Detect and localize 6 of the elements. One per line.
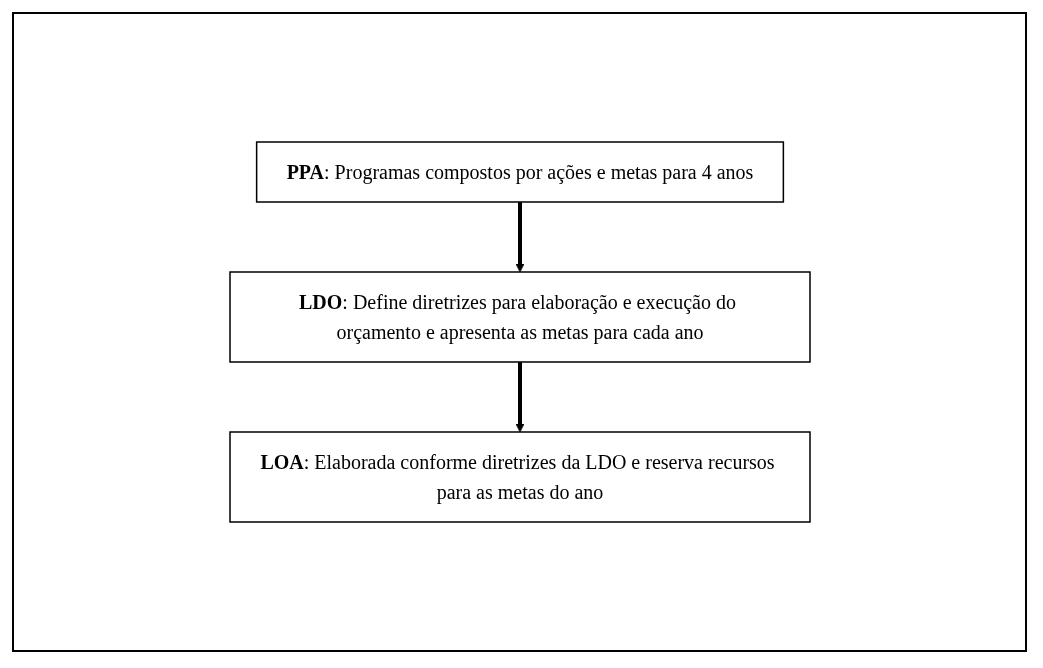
arrow [515,362,524,433]
node-box [228,271,811,363]
node-box [228,431,811,523]
arrow [515,202,524,273]
node-box [255,141,784,203]
frame-border: PPA: Programas compostos por ações e metas para 4 anos LDO: Define diretrizes para elaboração e execução do orçamento e apresenta as metas para cada ano LOA: Elaborada conforme diretrizes da LDO e reserva recursos para as metas do ano [12,12,1027,652]
